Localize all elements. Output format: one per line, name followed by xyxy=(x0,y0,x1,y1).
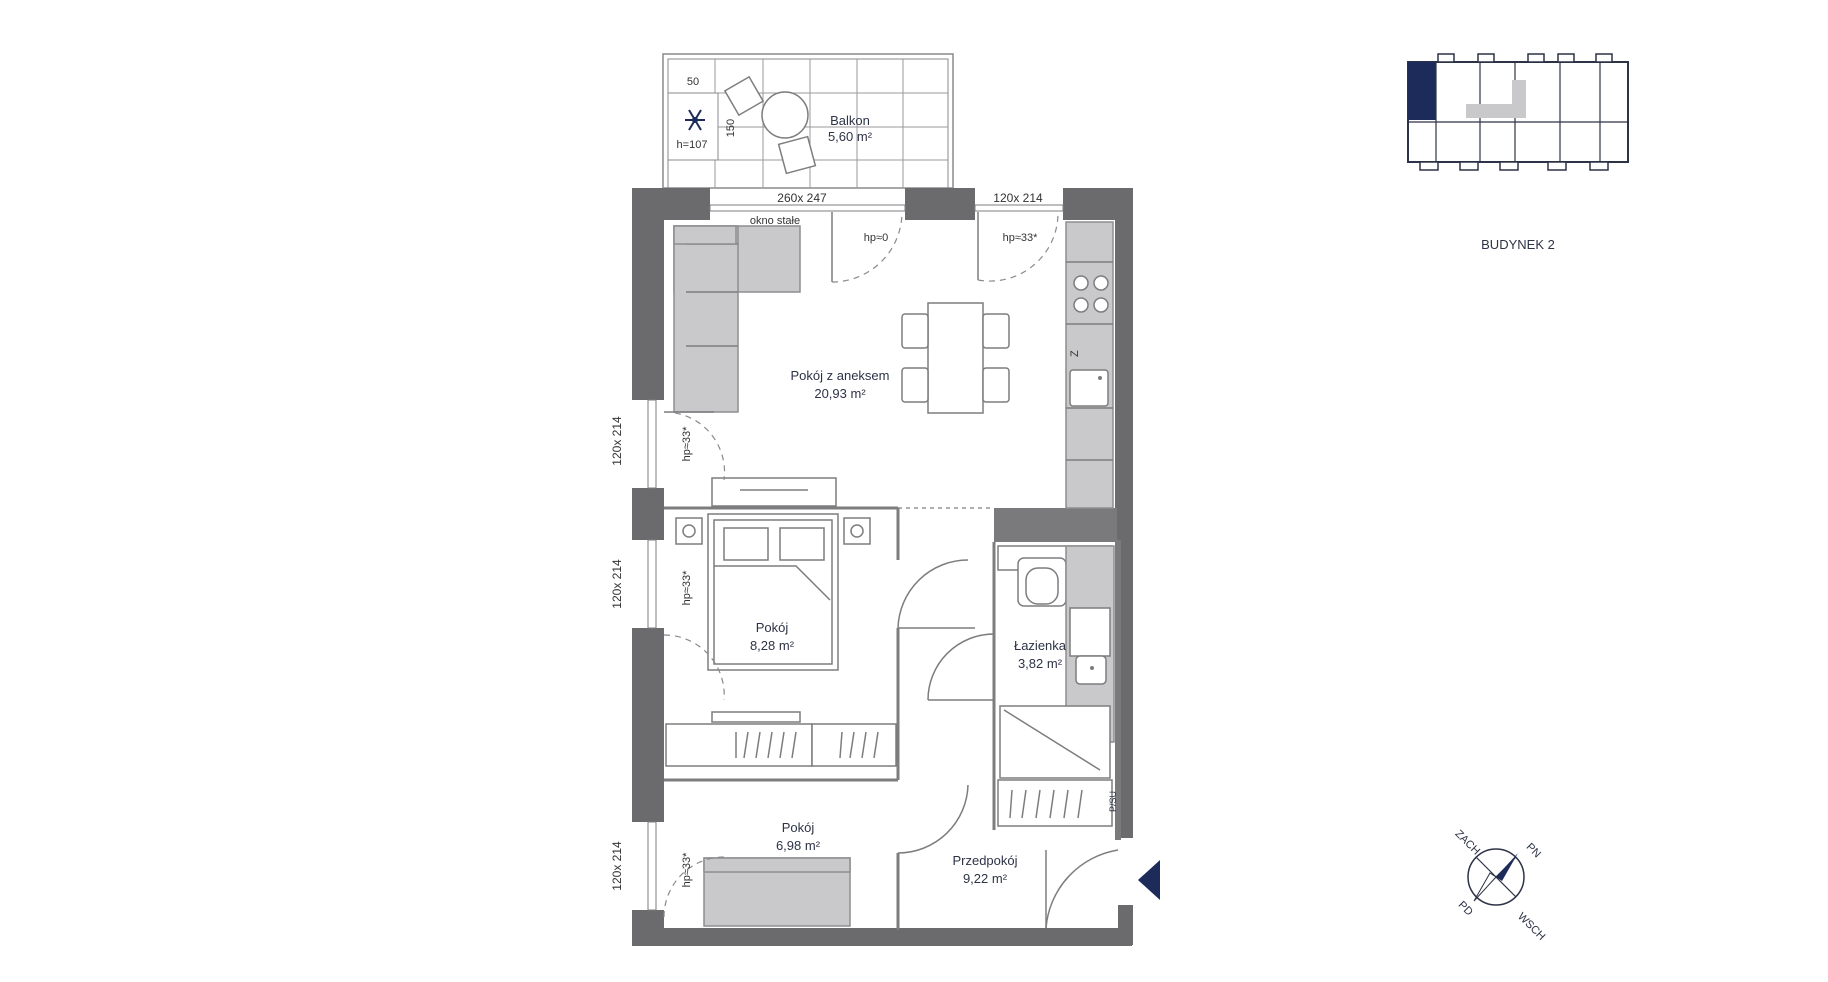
snowflake-icon xyxy=(685,109,705,131)
compass-west: ZACH xyxy=(1452,828,1482,858)
cooktop-icon xyxy=(1073,275,1109,313)
west-sill-1: hp≈33* xyxy=(681,426,693,462)
west-sill-3: hp≈33* xyxy=(681,852,693,888)
living-room-name: Pokój z aneksem xyxy=(791,368,890,383)
compass-east: WSCH xyxy=(1515,911,1547,943)
fridge-label: Z xyxy=(1069,350,1081,357)
compass-south: PD xyxy=(1456,899,1475,918)
room2-name: Pokój xyxy=(782,820,815,835)
kitchen-counter: Z xyxy=(1065,221,1114,509)
bed xyxy=(675,513,871,671)
building-label: BUDYNEK 2 xyxy=(1481,237,1555,252)
dining-table xyxy=(901,302,1010,414)
balcony-150-label: 150 xyxy=(725,119,737,137)
sill-top-label: hp≈33* xyxy=(1003,232,1039,244)
exterior-walls xyxy=(632,188,1133,946)
right-window-dim: 120x 214 xyxy=(993,191,1043,205)
bedroom-name: Pokój xyxy=(756,620,789,635)
bathroom-area: 3,82 m² xyxy=(1018,656,1063,671)
west-window-2-dim: 120x 214 xyxy=(610,559,624,609)
tv-stand xyxy=(711,477,837,507)
doors xyxy=(663,211,1119,929)
balcony-height-label: h=107 xyxy=(677,139,708,151)
living-room-area: 20,93 m² xyxy=(814,386,866,401)
partitions xyxy=(664,506,996,930)
balcony-50-label: 50 xyxy=(687,76,699,88)
room-labels: Pokój z aneksem 20,93 m² Pokój 8,28 m² P… xyxy=(750,113,1067,886)
balcony xyxy=(662,53,954,189)
dimension-labels: 260x 247 120x 214 okno stałe hp≈0 hp≈33*… xyxy=(610,76,1043,891)
bathroom-name: Łazienka xyxy=(1014,638,1067,653)
sill-zero-label: hp≈0 xyxy=(864,232,888,244)
west-window-3-dim: 120x 214 xyxy=(610,841,624,891)
bathroom-fixtures: P/SU xyxy=(997,545,1118,827)
bed-room2 xyxy=(703,857,851,927)
compass-icon xyxy=(1467,848,1525,906)
west-sill-2: hp≈33* xyxy=(681,570,693,606)
entrance-arrow-icon xyxy=(1138,860,1160,900)
balcony-area: 5,60 m² xyxy=(828,129,873,144)
hall-name: Przedpokój xyxy=(952,853,1017,868)
balcony-window-dim: 260x 247 xyxy=(777,191,827,205)
bedroom-area: 8,28 m² xyxy=(750,638,795,653)
fixed-window-label: okno stałe xyxy=(750,215,800,227)
west-window-1-dim: 120x 214 xyxy=(610,416,624,466)
room2-area: 6,98 m² xyxy=(776,838,821,853)
washer-label: P/SU xyxy=(1108,791,1118,812)
compass-north: PN xyxy=(1524,841,1543,860)
kitchen-sink xyxy=(1069,369,1109,407)
balcony-name: Balkon xyxy=(830,113,870,128)
sofa xyxy=(673,225,801,413)
key-plan xyxy=(1407,53,1629,171)
wardrobe xyxy=(665,711,897,767)
hall-area: 9,22 m² xyxy=(963,871,1008,886)
